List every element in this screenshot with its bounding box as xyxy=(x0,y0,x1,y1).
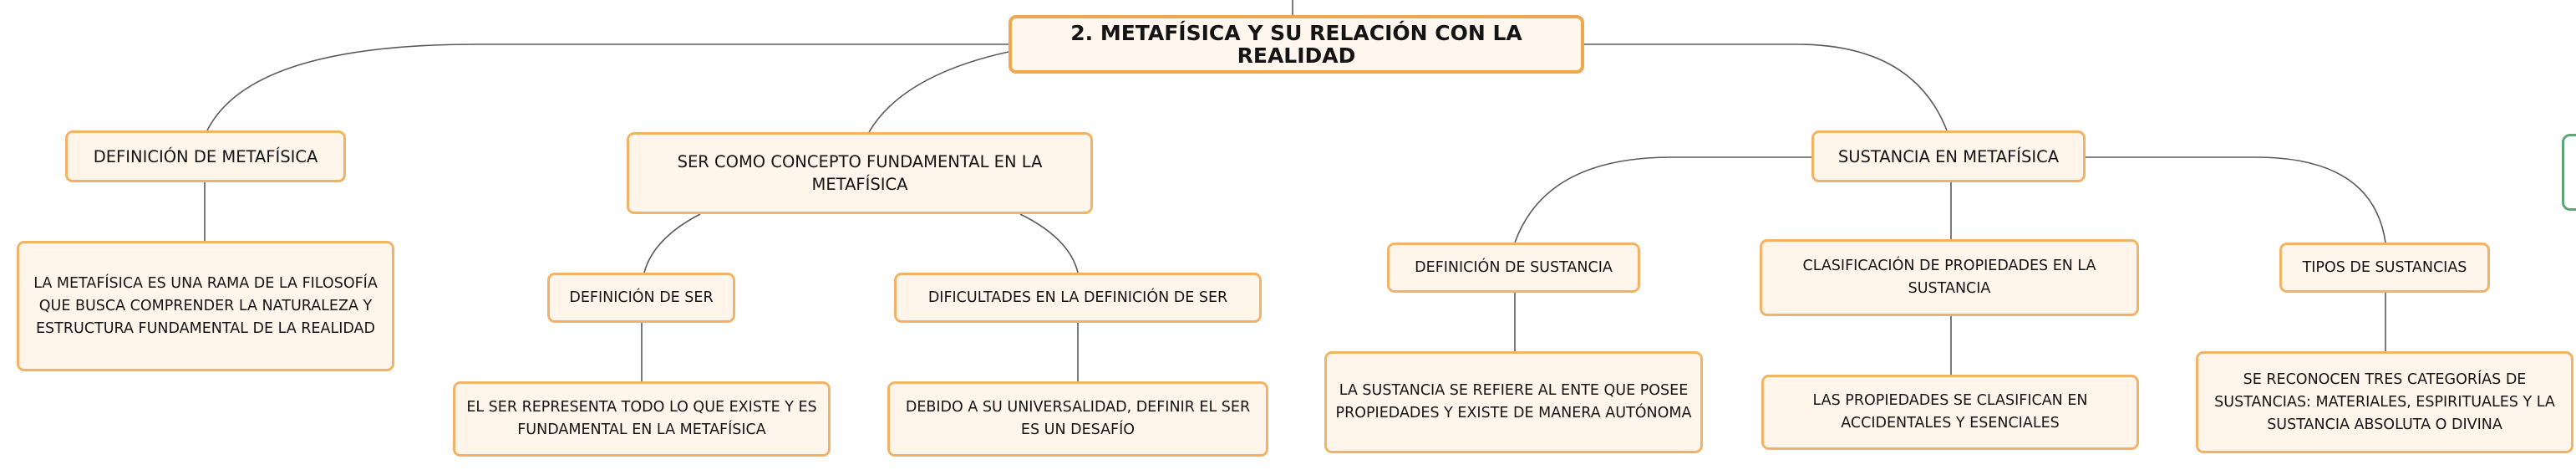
link-ser-definicion-ser xyxy=(643,213,701,273)
detail-definicion-sustancia[interactable]: LA SUSTANCIA SE REFIERE AL ENTE QUE POSE… xyxy=(1324,351,1703,453)
topic-sustancia-metafisica[interactable]: SUSTANCIA EN METAFÍSICA xyxy=(1811,130,2086,182)
link-root-sustancia xyxy=(1579,43,1948,131)
root-node[interactable]: 2. METAFÍSICA Y SU RELACIÓN CON LA REALI… xyxy=(1009,15,1584,74)
subtopic-tipos-sustancias[interactable]: TIPOS DE SUSTANCIAS xyxy=(2279,243,2490,293)
topic-definicion-metafisica[interactable]: DEFINICIÓN DE METAFÍSICA xyxy=(65,130,346,182)
link-root-ser-concepto xyxy=(868,51,1009,133)
link-sustancia-tipos xyxy=(2086,156,2386,243)
detail-tipos-sustancias[interactable]: SE RECONOCEN TRES CATEGORÍAS DE SUSTANCI… xyxy=(2196,351,2573,453)
subtopic-definicion-ser[interactable]: DEFINICIÓN DE SER xyxy=(547,273,735,323)
subtopic-dificultades-definicion-ser[interactable]: DIFICULTADES EN LA DEFINICIÓN DE SER xyxy=(894,273,1262,323)
link-ser-dificultades xyxy=(1019,213,1079,273)
detail-definicion-metafisica[interactable]: LA METAFÍSICA ES UNA RAMA DE LA FILOSOFÍ… xyxy=(17,241,394,371)
link-root-definicion-metafisica xyxy=(206,43,1009,131)
offscreen-node-edge[interactable] xyxy=(2562,134,2576,211)
detail-definicion-ser[interactable]: EL SER REPRESENTA TODO LO QUE EXISTE Y E… xyxy=(453,381,831,457)
detail-dificultades-definicion-ser[interactable]: DEBIDO A SU UNIVERSALIDAD, DEFINIR EL SE… xyxy=(887,381,1268,457)
link-sustancia-definicion xyxy=(1514,156,1811,243)
topic-ser-concepto-fundamental[interactable]: SER COMO CONCEPTO FUNDAMENTAL EN LA META… xyxy=(627,132,1093,214)
subtopic-clasificacion-propiedades[interactable]: CLASIFICACIÓN DE PROPIEDADES EN LA SUSTA… xyxy=(1760,239,2139,316)
subtopic-definicion-sustancia[interactable]: DEFINICIÓN DE SUSTANCIA xyxy=(1387,243,1640,293)
detail-clasificacion-propiedades[interactable]: LAS PROPIEDADES SE CLASIFICAN EN ACCIDEN… xyxy=(1761,375,2139,450)
